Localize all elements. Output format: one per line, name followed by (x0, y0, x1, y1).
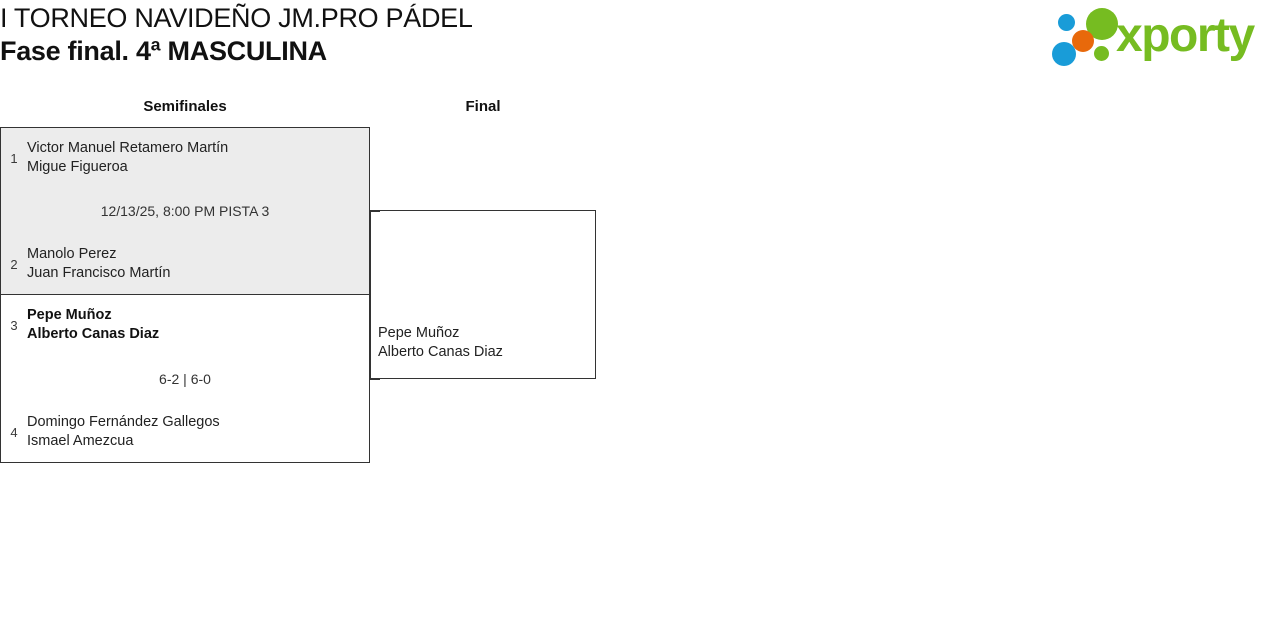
player-name-1: Domingo Fernández Gallegos (27, 414, 220, 430)
match-team-bottom[interactable]: 2 Manolo Perez Juan Francisco Martín (1, 241, 369, 287)
logo-dot-blue-large-icon (1052, 42, 1076, 66)
team-seed: 3 (10, 317, 18, 333)
match-score: 6-2 | 6-0 (159, 370, 211, 387)
team-players: Domingo Fernández Gallegos Ismael Amezcu… (27, 413, 369, 451)
logo-dot-blue-small-icon (1058, 14, 1075, 31)
player-name-1: Pepe Muñoz (378, 325, 460, 341)
match-semifinal-1[interactable]: 1 Victor Manuel Retamero Martín Migue Fi… (0, 127, 370, 295)
round-header-final: Final (465, 98, 501, 115)
match-team-top[interactable]: 1 Victor Manuel Retamero Martín Migue Fi… (1, 135, 369, 181)
match-team-bottom[interactable]: 4 Domingo Fernández Gallegos Ismael Amez… (1, 409, 369, 455)
match-schedule: 12/13/25, 8:00 PM PISTA 3 (100, 203, 270, 219)
match-team-bottom[interactable]: Pepe Muñoz Alberto Canas Diaz (378, 324, 503, 362)
logo-dots-icon (1050, 6, 1128, 66)
player-name-2: Alberto Canas Diaz (27, 326, 160, 342)
logo-dot-orange-icon (1072, 30, 1094, 52)
team-players: Victor Manuel Retamero Martín Migue Figu… (27, 139, 369, 177)
player-name-1: Manolo Perez (27, 246, 117, 262)
connector-semifinal-2 (370, 379, 380, 380)
page-title: I TORNEO NAVIDEÑO JM.PRO PÁDEL Fase fina… (0, 2, 473, 68)
match-team-top[interactable]: 3 Pepe Muñoz Alberto Canas Diaz (1, 302, 369, 348)
match-semifinal-2[interactable]: 3 Pepe Muñoz Alberto Canas Diaz 6-2 | 6-… (0, 294, 370, 463)
match-final[interactable]: Pepe Muñoz Alberto Canas Diaz (370, 210, 596, 379)
logo-dot-green-small-icon (1094, 46, 1109, 61)
xporty-logo[interactable]: xporty (1050, 6, 1274, 66)
tournament-name: I TORNEO NAVIDEÑO JM.PRO PÁDEL (0, 3, 473, 33)
round-header-semifinals: Semifinales (143, 98, 227, 115)
team-seed: 1 (10, 150, 18, 166)
player-name-1: Pepe Muñoz (27, 307, 112, 323)
connector-semifinal-1 (370, 211, 380, 212)
tournament-bracket: Semifinales Final 1 Victor Manuel Retame… (0, 82, 1280, 628)
player-name-2: Juan Francisco Martín (27, 265, 171, 281)
team-seed: 2 (10, 256, 18, 272)
team-players-winner: Pepe Muñoz Alberto Canas Diaz (27, 306, 369, 344)
team-players: Manolo Perez Juan Francisco Martín (27, 245, 369, 283)
player-name-2: Ismael Amezcua (27, 433, 134, 449)
team-seed: 4 (10, 424, 18, 440)
player-name-1: Victor Manuel Retamero Martín (27, 140, 229, 156)
player-name-2: Migue Figueroa (27, 159, 128, 175)
tournament-phase: Fase final. 4ª MASCULINA (0, 36, 327, 66)
player-name-2: Alberto Canas Diaz (378, 344, 503, 360)
logo-wordmark: xporty (1116, 9, 1255, 62)
page-header: I TORNEO NAVIDEÑO JM.PRO PÁDEL Fase fina… (0, 0, 1280, 82)
